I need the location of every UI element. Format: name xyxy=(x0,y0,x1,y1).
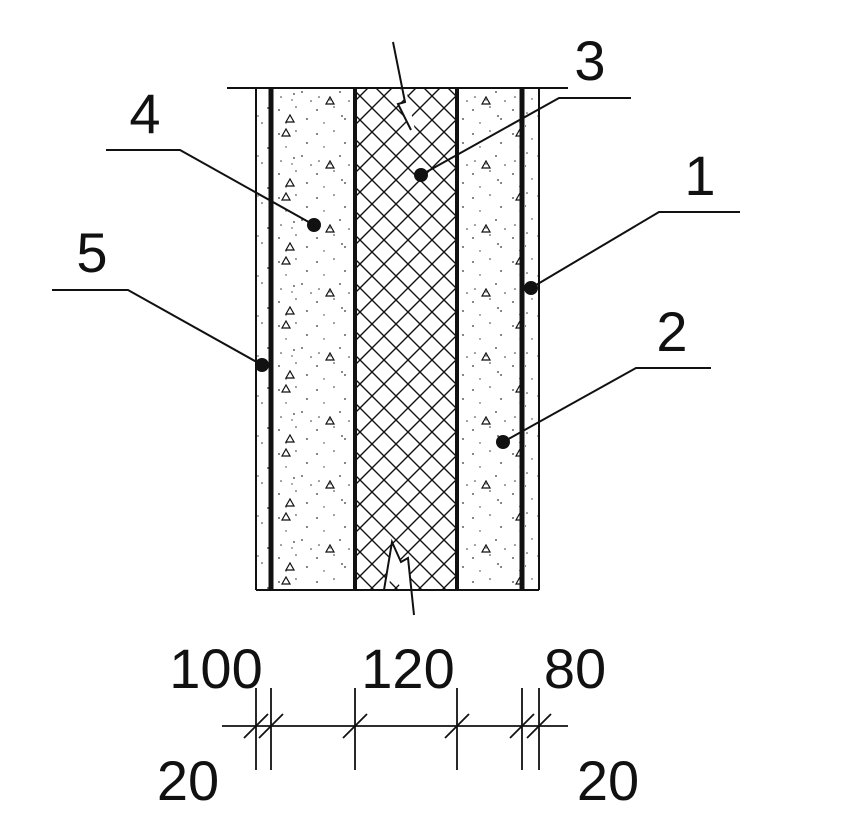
callout-2: 2 xyxy=(656,300,687,363)
dimension-20-left: 20 xyxy=(157,749,219,812)
render-layer-right xyxy=(525,88,539,590)
leader-dots xyxy=(255,168,538,449)
render-layer-left xyxy=(256,88,270,590)
break-gap-bottom xyxy=(384,542,414,615)
leader-lines xyxy=(52,97,740,443)
dimension-120: 120 xyxy=(361,637,454,700)
layer-outlines xyxy=(227,41,568,616)
concrete-layer-right xyxy=(459,88,521,590)
callout-3: 3 xyxy=(574,29,605,92)
dimension-20-right: 20 xyxy=(577,749,639,812)
dimension-80: 80 xyxy=(544,637,606,700)
break-gap-top xyxy=(384,40,415,130)
callout-4: 4 xyxy=(129,82,160,145)
dimension-100: 100 xyxy=(169,637,262,700)
insulation-core xyxy=(357,88,455,590)
callout-5: 5 xyxy=(76,221,107,284)
concrete-layer-left xyxy=(274,88,354,590)
callout-1: 1 xyxy=(684,144,715,207)
dimension-line xyxy=(222,688,568,770)
